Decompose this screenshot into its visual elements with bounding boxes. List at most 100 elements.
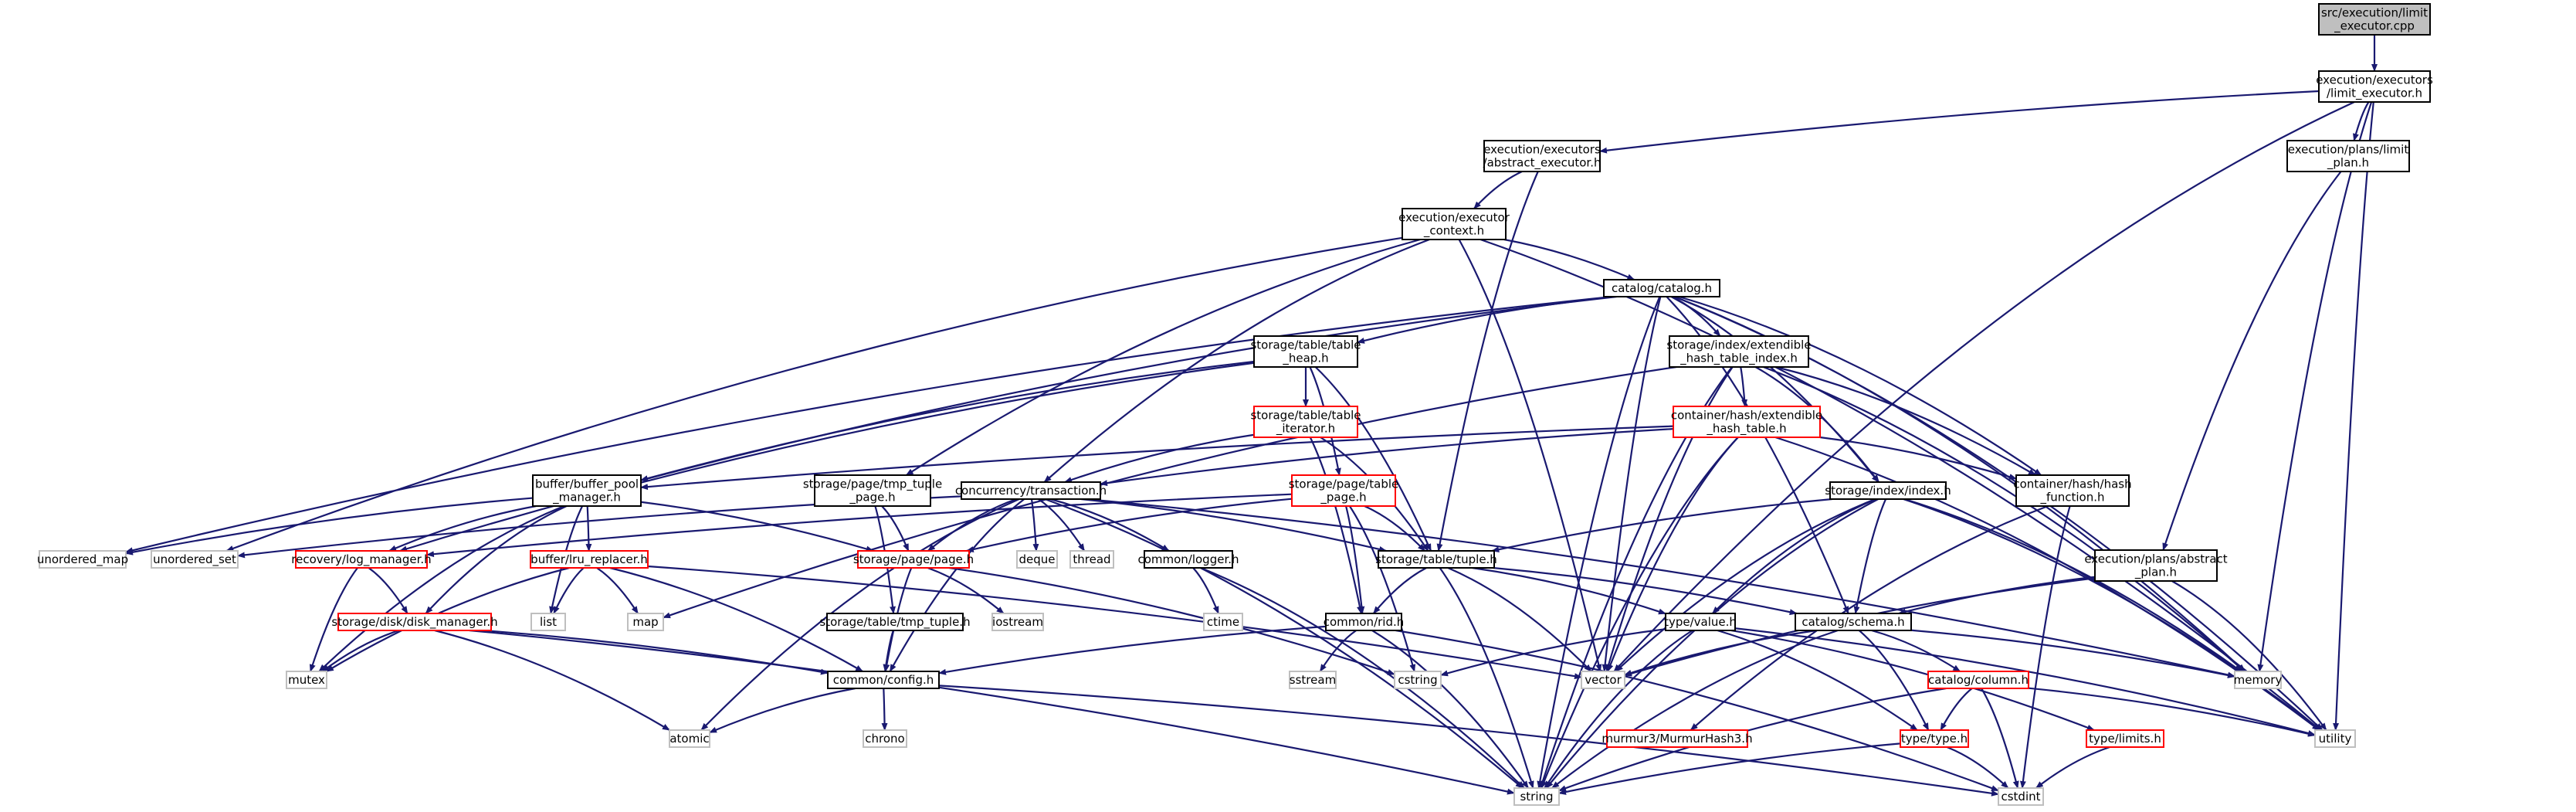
node-abstract_executor[interactable]: execution/executors/abstract_executor.h — [1483, 140, 1602, 172]
edge-extendible_hash_table-to-buffer_pool_manager — [640, 425, 1674, 491]
node-box — [991, 613, 1044, 631]
node-box — [1289, 671, 1337, 689]
node-label: atomic — [669, 732, 709, 746]
node-box — [826, 613, 964, 631]
node-label: ctime — [1207, 615, 1239, 629]
edge-config-to-chrono — [881, 688, 888, 731]
node-label: execution/executors — [1483, 143, 1601, 157]
node-rid[interactable]: common/rid.h — [1324, 613, 1405, 631]
edge-transaction-to-tuple — [1080, 498, 1388, 552]
edge-logger-to-string — [1200, 566, 1525, 789]
node-extendible_hash_table[interactable]: container/hash/extendible_hash_table.h — [1671, 406, 1822, 438]
node-utility: utility — [2314, 729, 2356, 748]
edge-index-to-utility — [1903, 498, 2320, 731]
node-limit_executor[interactable]: execution/executors/limit_executor.h — [2316, 70, 2433, 103]
node-logger[interactable]: common/logger.h — [1137, 550, 1239, 569]
node-box — [295, 550, 428, 569]
node-table_page[interactable]: storage/page/table_page.h — [1289, 474, 1399, 507]
node-label: storage/index/extendible — [1666, 338, 1811, 352]
node-extendible_hash_table_index[interactable]: storage/index/extendible_hash_table_inde… — [1666, 335, 1812, 368]
node-limits[interactable]: type/limits.h — [2086, 729, 2164, 748]
dependency-nodes: src/execution/limit_executor.cpp executio… — [37, 3, 2433, 806]
node-label: catalog/catalog.h — [1612, 281, 1712, 295]
edge-catalog-to-vector — [1602, 296, 1662, 672]
edge-extendible_hash_table_index-to-memory — [1763, 365, 2246, 672]
node-label: unordered_set — [153, 552, 236, 567]
node-label: storage/table/tmp_tuple.h — [819, 615, 970, 630]
node-type_h[interactable]: type/type.h — [1900, 729, 1969, 748]
node-box — [863, 729, 907, 748]
edge-executor_context-to-catalog — [1503, 238, 1635, 281]
edge-executor_context-to-vector — [1458, 239, 1602, 672]
node-index[interactable]: storage/index/index.h — [1825, 481, 1951, 500]
edge-rid-to-string — [1371, 630, 1529, 789]
node-log_manager[interactable]: recovery/log_manager.h — [291, 550, 432, 569]
edge-extendible_hash_table-to-hash_function — [1819, 436, 2017, 480]
edge-table_page-to-cstring — [1348, 505, 1416, 672]
node-murmur[interactable]: murmur3/MurmurHash3.h — [1602, 729, 1753, 748]
node-tmp_tuple[interactable]: storage/table/tmp_tuple.h — [819, 613, 971, 631]
node-box — [1069, 550, 1114, 569]
node-executor_context[interactable]: execution/executor_context.h — [1398, 208, 1510, 240]
node-config[interactable]: common/config.h — [827, 671, 940, 689]
edge-extendible_hash_table-to-transaction — [1100, 428, 1674, 487]
node-abstract_plan[interactable]: execution/plans/abstract_plan.h — [2084, 549, 2228, 582]
node-label: _manager.h — [552, 491, 621, 505]
node-transaction[interactable]: concurrency/transaction.h — [955, 481, 1107, 500]
node-lru_replacer[interactable]: buffer/lru_replacer.h — [530, 550, 649, 569]
node-catalog[interactable]: catalog/catalog.h — [1603, 279, 1720, 297]
node-schema[interactable]: catalog/schema.h — [1795, 613, 1912, 631]
edge-catalog-to-hash_function — [1679, 295, 2042, 476]
edge-buffer_pool_manager-to-log_manager — [388, 505, 537, 552]
node-label: common/config.h — [833, 673, 934, 687]
edge-table_heap-to-tuple — [1314, 366, 1432, 552]
edge-extendible_hash_table_index-to-vector — [1605, 366, 1734, 672]
node-buffer_pool_manager[interactable]: buffer/buffer_pool_manager.h — [532, 474, 642, 507]
edge-limit_executor-to-abstract_executor — [1599, 90, 2320, 154]
edge-column-to-utility — [2028, 687, 2316, 737]
node-disk_manager[interactable]: storage/disk/disk_manager.h — [331, 613, 498, 631]
node-vector: vector — [1581, 671, 1625, 689]
edge-logger-to-ctime — [1192, 567, 1219, 614]
node-column[interactable]: catalog/column.h — [1927, 671, 2029, 689]
node-box — [1394, 671, 1442, 689]
node-label: map — [632, 615, 658, 629]
edge-column-to-cstdint — [1981, 688, 2019, 789]
node-label: recovery/log_manager.h — [291, 552, 431, 567]
node-cstring: cstring — [1394, 671, 1442, 689]
edge-log_manager-to-mutex — [309, 567, 358, 672]
node-tmp_tuple_page[interactable]: storage/page/tmp_tuple_page.h — [803, 474, 942, 507]
edge-lru_replacer-to-config — [609, 566, 863, 672]
node-box — [1513, 787, 1560, 806]
edge-table_page-to-tuple — [1364, 505, 1425, 552]
edge-executor_context-to-transaction — [1043, 238, 1430, 483]
edge-buffer_pool_manager-to-lru_replacer — [585, 505, 592, 552]
node-type_value[interactable]: type/value.h — [1664, 613, 1737, 631]
node-label: execution/executors — [2316, 73, 2433, 87]
edge-type_value-to-cstring — [1440, 628, 1666, 677]
edge-buffer_pool_manager-to-list — [549, 505, 584, 614]
node-box — [1606, 729, 1748, 748]
node-label: concurrency/transaction.h — [955, 484, 1107, 498]
node-label: _page.h — [1320, 491, 1366, 505]
node-label: string — [1520, 790, 1553, 804]
node-box — [814, 474, 931, 507]
node-limit_plan[interactable]: execution/plans/limit_plan.h — [2286, 140, 2410, 172]
edge-tuple-to-schema — [1493, 566, 1798, 616]
node-label: memory — [2234, 673, 2283, 687]
node-label: type/limits.h — [2089, 732, 2161, 746]
node-label: /limit_executor.h — [2327, 87, 2422, 101]
node-page[interactable]: storage/page/page.h — [853, 550, 974, 569]
node-table_heap[interactable]: storage/table/table_heap.h — [1250, 335, 1361, 368]
node-root[interactable]: src/execution/limit_executor.cpp — [2318, 3, 2431, 36]
node-table_iterator[interactable]: storage/table/table_iterator.h — [1250, 406, 1361, 438]
node-box — [2318, 3, 2431, 36]
edge-config-to-atomic — [709, 687, 856, 734]
node-hash_function[interactable]: container/hash/hash_function.h — [2013, 474, 2132, 507]
node-tuple[interactable]: storage/table/tuple.h — [1375, 550, 1497, 569]
node-label: execution/plans/abstract — [2084, 552, 2227, 566]
edge-config-to-cstdint — [938, 685, 1999, 797]
node-label: cstdint — [2001, 790, 2040, 804]
edge-schema-to-type_h — [1858, 630, 1930, 731]
node-label: cstring — [1398, 673, 1437, 687]
